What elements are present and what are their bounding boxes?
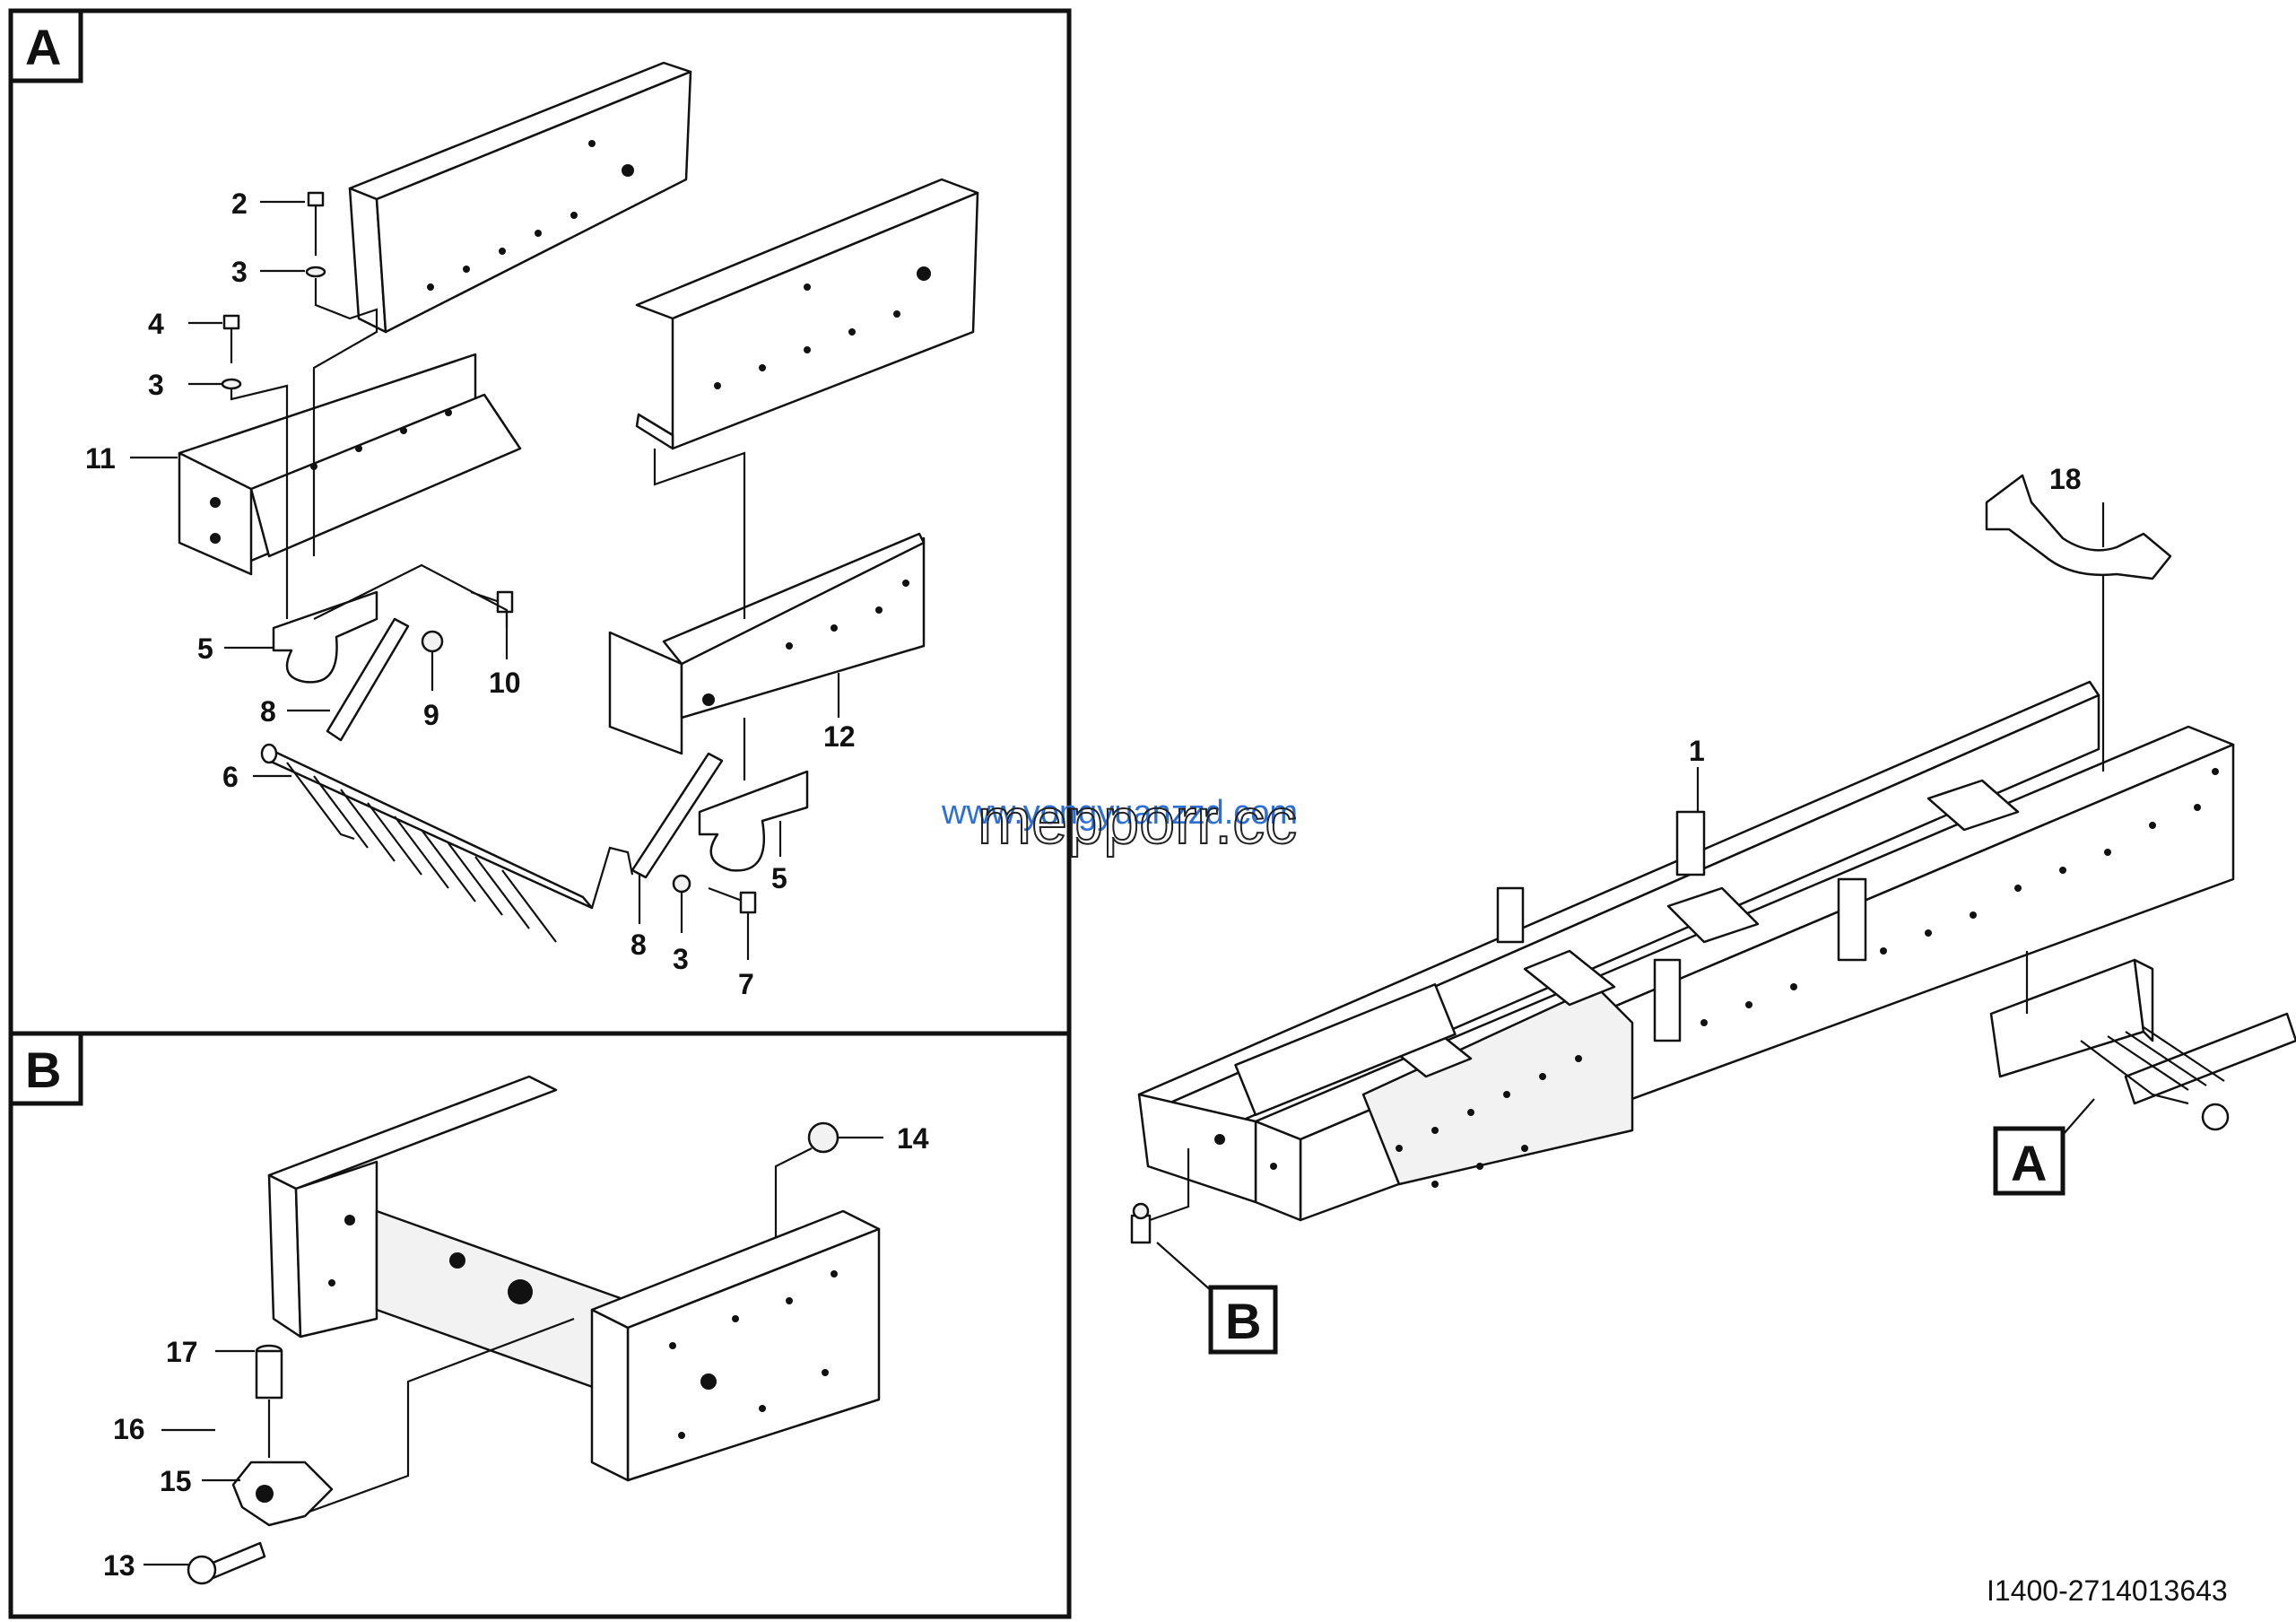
callout-5: 5 (197, 632, 213, 665)
bracket-11 (178, 353, 522, 576)
callout-3: 3 (231, 256, 248, 288)
watermark-url: www.yongyuanzzd.com (941, 794, 1298, 832)
callout-11: 11 (85, 442, 116, 475)
hanger-5-left (272, 590, 378, 684)
callout-4: 4 (148, 308, 164, 340)
link-8-right (631, 752, 724, 879)
panel-b: B (8, 1031, 1072, 1619)
pin-17 (255, 1344, 283, 1400)
callout-1: 1 (1689, 735, 1705, 767)
link-8-left (326, 617, 410, 742)
watermark-brand: mepporr.cc (978, 786, 1297, 858)
bracket-18 (1985, 474, 2172, 580)
callout-15: 15 (160, 1465, 192, 1497)
upper-left-rail (348, 61, 692, 334)
callout-7: 7 (738, 968, 754, 1000)
callout-2: 2 (231, 187, 248, 220)
callout-18: 18 (2049, 463, 2082, 495)
callout-9: 9 (423, 699, 439, 731)
assembly-line (774, 1147, 813, 1238)
washer-3-upper (305, 266, 326, 278)
cross-member (267, 1075, 881, 1482)
assembly-line (312, 278, 378, 556)
ref-a-letter: A (2011, 1135, 2047, 1191)
hanger-5-right (698, 770, 809, 872)
panel-b-tag (8, 1031, 83, 1106)
bolt-4 (222, 314, 240, 363)
panel-a-letter: A (25, 19, 61, 75)
bracket-12 (608, 532, 926, 755)
callout-6: 6 (222, 761, 239, 793)
ref-b-tag (1208, 1285, 1278, 1355)
reinforcement-plate (1361, 985, 1634, 1186)
bolt-2 (307, 191, 325, 256)
callout-8: 8 (260, 695, 276, 728)
nut-9 (421, 630, 444, 653)
bolt-7 (708, 886, 757, 914)
detail-b-inset (1130, 1148, 1213, 1293)
callout-8: 8 (631, 929, 647, 961)
callout-10: 10 (489, 667, 521, 699)
upper-right-rail (635, 178, 979, 450)
callout-14: 14 (897, 1122, 929, 1155)
panel-a: A (8, 8, 1072, 1036)
detail-a-inset (1989, 951, 2296, 1136)
document-id: I1400-2714013643 (1987, 1574, 2228, 1607)
assembly-line (230, 384, 289, 619)
callout-16: 16 (113, 1413, 145, 1445)
bracket-15 (231, 1461, 334, 1527)
callout-12: 12 (823, 720, 856, 753)
washer-3-lower (672, 874, 691, 894)
panel-b-letter: B (25, 1042, 61, 1098)
ref-a-tag (1993, 1126, 2066, 1196)
assembly-line (590, 846, 634, 909)
callout-3: 3 (148, 369, 164, 401)
assembly-line (309, 1317, 575, 1513)
washer-3-mid (221, 378, 242, 390)
ref-b-letter: B (1225, 1293, 1261, 1349)
chassis-frame (1137, 680, 2235, 1222)
bolt-13 (187, 1541, 266, 1585)
panel-a-tag (8, 8, 83, 83)
callout-17: 17 (166, 1336, 198, 1368)
callout-3: 3 (673, 943, 689, 975)
assembly-line (653, 449, 746, 619)
callout-5: 5 (771, 862, 787, 894)
callout-13: 13 (103, 1549, 135, 1582)
panel-b-frame (8, 1031, 1072, 1619)
nut-14 (807, 1121, 839, 1154)
spring-pack-6 (260, 743, 594, 943)
